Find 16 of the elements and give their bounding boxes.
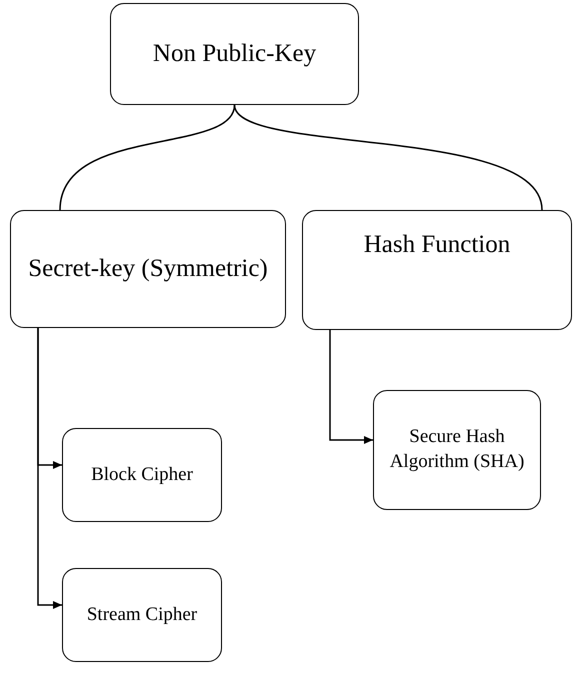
box-label: Non Public-Key: [152, 38, 316, 69]
connector-line: [59, 104, 236, 210]
rounded-box: [62, 568, 222, 662]
rounded-box: [302, 210, 572, 330]
box-label: Secret-key (Symmetric): [28, 254, 268, 284]
box-label: Secure Hash Algorithm (SHA): [388, 425, 526, 474]
rounded-box: [62, 428, 222, 522]
box-label: Block Cipher: [91, 462, 193, 487]
rounded-box: [10, 210, 286, 328]
arrow: [329, 330, 373, 444]
arrow: [37, 328, 62, 609]
rounded-box: [373, 390, 541, 510]
box-label: Stream Cipher: [86, 602, 198, 627]
rounded-box: [110, 3, 359, 105]
box-label: Hash Function: [364, 230, 510, 260]
connector-line: [234, 104, 543, 210]
